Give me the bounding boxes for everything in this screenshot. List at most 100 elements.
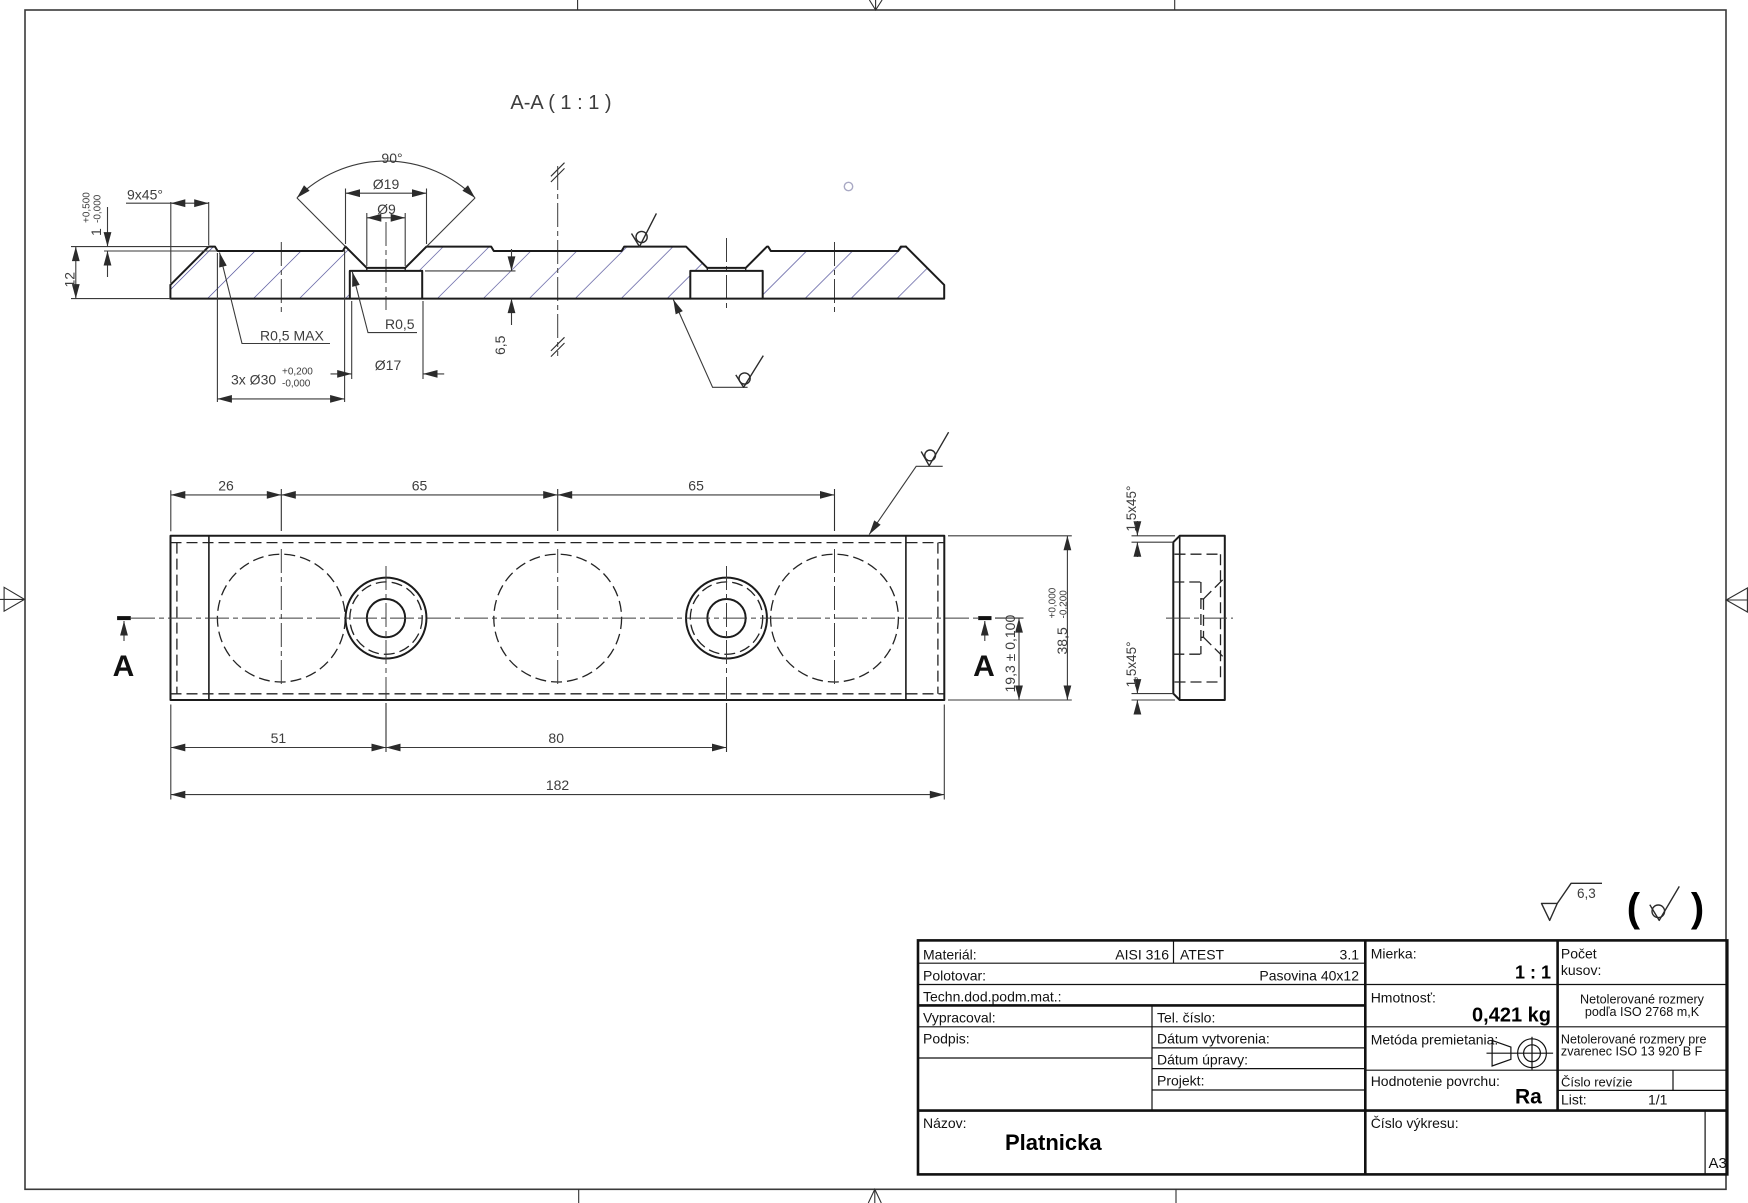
dim-hole-dia: Ø9 bbox=[366, 201, 406, 266]
dim-width: 38,5 +0,000 -0,200 bbox=[948, 535, 1072, 700]
datum-upravy-label: Dátum úpravy: bbox=[1157, 1052, 1248, 1068]
dim-recess-value: 1 bbox=[88, 228, 104, 236]
leader-fillet-text: R0,5 bbox=[385, 316, 415, 332]
frame-ticks bbox=[577, 0, 1177, 1203]
dim-pocket-tol-plus: +0,200 bbox=[282, 367, 313, 378]
side-view: 1,5x45° 1,5x45° bbox=[1124, 486, 1233, 715]
cislo-revizie-label: Číslo revízie bbox=[1561, 1075, 1633, 1090]
dim-pocket-text: 3x Ø30 bbox=[231, 372, 276, 388]
roughness-symbol-small bbox=[1649, 886, 1680, 922]
dim-65a-text: 65 bbox=[412, 477, 428, 493]
section-outline bbox=[169, 245, 946, 300]
vypracoval-label: Vypracoval: bbox=[923, 1010, 996, 1026]
mierka-value: 1 : 1 bbox=[1515, 963, 1551, 983]
dim-cbore-dia-text: Ø17 bbox=[375, 357, 402, 373]
dim-hole-dia-text: Ø9 bbox=[377, 201, 396, 217]
section-centerlines bbox=[280, 162, 835, 357]
dim-51-text: 51 bbox=[271, 730, 287, 746]
plan-centerlines bbox=[131, 489, 1024, 752]
dim-recess-tol-minus: -0,000 bbox=[93, 194, 104, 223]
title-block: Materiál: AISI 316 ATEST 3.1 Polotovar: … bbox=[916, 939, 1729, 1176]
dim-width-axis: 19,3 ± 0,100 bbox=[948, 615, 1072, 701]
netol-line2: podľa ISO 2768 m,K bbox=[1585, 1005, 1700, 1019]
dim-thickness: 12 bbox=[62, 246, 171, 300]
tel-label: Tel. číslo: bbox=[1157, 1010, 1215, 1026]
techn-label: Techn.dod.podm.mat.: bbox=[923, 989, 1062, 1005]
dim-chain-bottom: 51 80 182 bbox=[170, 704, 945, 800]
polotovar-value: Pasovina 40x12 bbox=[1259, 968, 1359, 984]
material-value: AISI 316 bbox=[1115, 947, 1169, 963]
nazov-value: Platnicka bbox=[1005, 1130, 1102, 1155]
projekt-label: Projekt: bbox=[1157, 1073, 1204, 1089]
title-block-grid bbox=[916, 939, 1729, 1176]
dim-cbore-depth: 6,5 bbox=[425, 249, 516, 355]
dim-width-text: 38,5 bbox=[1054, 627, 1070, 654]
paren-open: ( bbox=[1627, 886, 1641, 930]
dim-width-tol-plus: +0,000 bbox=[1047, 587, 1058, 618]
metoda-label: Metóda premietania: bbox=[1371, 1032, 1499, 1048]
paren-close: ) bbox=[1691, 886, 1704, 930]
dim-thickness-text: 12 bbox=[62, 272, 78, 288]
list-value: 1/1 bbox=[1648, 1092, 1668, 1108]
pocet-label-line2: kusov: bbox=[1561, 962, 1601, 978]
stray-point bbox=[843, 181, 854, 192]
cislo-vykresu-label: Číslo výkresu: bbox=[1371, 1115, 1459, 1131]
leader-fillet: R0,5 bbox=[351, 271, 417, 334]
hodnotenie-label: Hodnotenie povrchu: bbox=[1371, 1073, 1500, 1089]
dim-end-chamfer: 9x45° bbox=[126, 187, 210, 283]
dim-chain-top: 26 65 65 bbox=[170, 477, 835, 532]
roughness-symbol bbox=[1540, 882, 1602, 922]
datum-vytvorenia-label: Dátum vytvorenia: bbox=[1157, 1031, 1270, 1047]
section-mark-right: A bbox=[973, 650, 995, 683]
surface-symbol-top bbox=[630, 213, 658, 248]
dim-width-tol-minus: -0,200 bbox=[1058, 590, 1069, 619]
dim-csk-angle: 90° bbox=[296, 150, 476, 247]
dim-side-chamfer-bottom-text: 1,5x45° bbox=[1124, 641, 1139, 687]
centring-mark-left bbox=[0, 586, 26, 613]
centring-mark-top bbox=[868, 0, 883, 12]
dim-csk-dia-text: Ø19 bbox=[373, 176, 400, 192]
dim-csk-angle-text: 90° bbox=[381, 150, 402, 166]
polotovar-label: Polotovar: bbox=[923, 968, 986, 984]
leader-fillet-max-text: R0,5 MAX bbox=[260, 328, 324, 344]
dim-recess-depth: 1 +0,500 -0,000 bbox=[71, 192, 217, 277]
list-label: List: bbox=[1561, 1092, 1587, 1108]
dim-80-text: 80 bbox=[548, 730, 564, 746]
surface-symbol-bottom bbox=[672, 299, 764, 388]
dim-26-text: 26 bbox=[218, 477, 234, 493]
hmotnost-label: Hmotnosť: bbox=[1371, 990, 1436, 1006]
dim-side-chamfer-top-text: 1,5x45° bbox=[1124, 486, 1139, 532]
dim-cbore-dia: Ø17 bbox=[330, 301, 445, 379]
roughness-value: 6,3 bbox=[1577, 886, 1596, 901]
dim-side-chamfer-top: 1,5x45° bbox=[1124, 486, 1175, 557]
finish-note: 6,3 ( ) bbox=[1540, 882, 1704, 930]
section-view-label: A-A ( 1 : 1 ) bbox=[510, 92, 611, 114]
centring-mark-right bbox=[1725, 587, 1748, 613]
netol-zvar-line2: zvarenec ISO 13 920 B F bbox=[1561, 1045, 1703, 1059]
pocet-label-line1: Počet bbox=[1561, 946, 1597, 962]
dim-cbore-depth-text: 6,5 bbox=[492, 335, 508, 355]
section-mark-left: A bbox=[113, 650, 135, 683]
symmetry-marks bbox=[550, 162, 565, 357]
projection-method-icon bbox=[1486, 1036, 1554, 1070]
dim-recess-tol-plus: +0,500 bbox=[82, 192, 93, 223]
section-line: A A bbox=[113, 616, 995, 683]
material-label: Materiál: bbox=[923, 947, 977, 963]
netol-line1: Netolerované rozmery bbox=[1580, 993, 1705, 1007]
netol-zvar-line1: Netolerované rozmery pre bbox=[1561, 1033, 1707, 1047]
plan-view: A A 26 65 65 51 80 182 bbox=[113, 431, 1072, 800]
dim-csk-dia: Ø19 bbox=[344, 176, 428, 244]
centring-mark-bottom bbox=[867, 1188, 882, 1203]
hmotnost-value: 0,421 kg bbox=[1472, 1005, 1551, 1027]
dim-65b-text: 65 bbox=[688, 477, 704, 493]
leader-fillet-max: R0,5 MAX bbox=[218, 252, 330, 345]
format-label: A3 bbox=[1709, 1155, 1727, 1172]
dim-182-text: 182 bbox=[546, 777, 570, 793]
nazov-label: Názov: bbox=[923, 1115, 967, 1131]
dim-side-chamfer-bottom: 1,5x45° bbox=[1124, 641, 1175, 715]
podpis-label: Podpis: bbox=[923, 1031, 970, 1047]
atest-value: 3.1 bbox=[1340, 947, 1360, 963]
